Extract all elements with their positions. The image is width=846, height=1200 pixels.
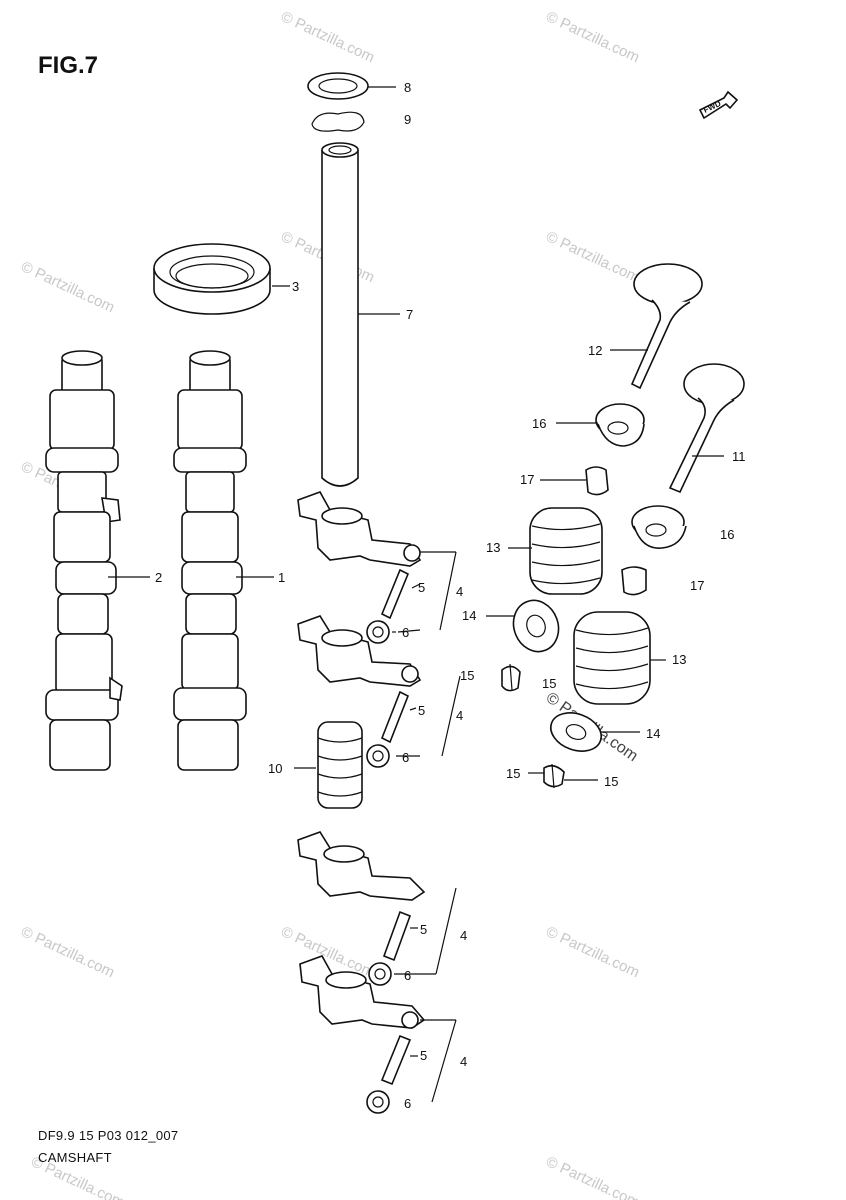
- watermark: © Partzilla.com: [543, 1153, 642, 1200]
- watermark: © Partzilla.com: [543, 923, 642, 981]
- callout-16: 16: [532, 416, 546, 431]
- part-7-tube: [321, 142, 359, 487]
- callout-11: 11: [732, 449, 746, 464]
- part-4-rocker-arm: [299, 955, 426, 1029]
- part-13-valve-spring: [529, 507, 603, 595]
- callout-9: 9: [404, 112, 411, 127]
- callout-13: 13: [672, 652, 686, 667]
- diagram-code: DF9.9 15 P03 012_007: [38, 1128, 179, 1143]
- callout-1: 1: [278, 570, 285, 585]
- part-1-camshaft: [173, 350, 247, 771]
- callout-10: 10: [268, 761, 282, 776]
- front-direction-marker: FWD: [698, 90, 739, 120]
- part-2-camshaft: [45, 350, 123, 771]
- callout-12: 12: [588, 343, 602, 358]
- part-15-cotter: [501, 663, 521, 692]
- part-13-valve-spring: [573, 611, 651, 705]
- callout-14: 14: [646, 726, 660, 741]
- watermark: © Partzilla.com: [18, 923, 117, 981]
- part-6-washer: [366, 620, 390, 644]
- callout-labels: 8 9 3 7 2 1 5 4 6 15 5 4 6 10 5 4 6 5 4 …: [155, 80, 746, 1111]
- callout-15: 15: [506, 766, 520, 781]
- part-3-oil-seal: [153, 243, 271, 315]
- part-11-valve: [668, 363, 745, 494]
- part-9-o-ring: [311, 111, 365, 132]
- callout-3: 3: [292, 279, 299, 294]
- callout-5: 5: [418, 703, 425, 718]
- part-12-valve: [630, 263, 703, 390]
- watermark: © Partzilla.com: [278, 8, 377, 66]
- callout-6: 6: [404, 968, 411, 983]
- callout-17: 17: [520, 472, 534, 487]
- callout-17: 17: [690, 578, 704, 593]
- callout-4: 4: [456, 708, 463, 723]
- callout-5: 5: [420, 922, 427, 937]
- callout-13: 13: [486, 540, 500, 555]
- callout-2: 2: [155, 570, 162, 585]
- leader-lines: [108, 86, 724, 1103]
- callout-7: 7: [406, 307, 413, 322]
- part-6-washer: [366, 1090, 390, 1114]
- part-4-rocker-arm: [297, 491, 422, 567]
- part-6-washer: [366, 744, 390, 768]
- part-15-cotter: [543, 763, 565, 789]
- callout-16: 16: [720, 527, 734, 542]
- callout-15: 15: [460, 668, 474, 683]
- part-14-washer: [550, 712, 602, 752]
- part-4-rocker-arm: [297, 615, 422, 687]
- part-5-spring: [380, 568, 410, 620]
- part-4-rocker-arm: [297, 831, 426, 901]
- callout-5: 5: [418, 580, 425, 595]
- callout-6: 6: [404, 1096, 411, 1111]
- watermark: © Partzilla.com: [18, 258, 117, 316]
- callout-15: 15: [542, 676, 556, 691]
- part-16-retainer: [595, 403, 645, 447]
- part-5-spring: [380, 1034, 412, 1086]
- watermark: © Partzilla.com: [543, 8, 642, 66]
- callout-8: 8: [404, 80, 411, 95]
- callout-14: 14: [462, 608, 476, 623]
- part-5-spring: [380, 690, 410, 744]
- figure-title: FIG.7: [38, 52, 99, 79]
- part-16-retainer: [631, 505, 687, 549]
- watermark: © Partzilla.com: [543, 228, 642, 286]
- diagram-name: CAMSHAFT: [38, 1150, 112, 1165]
- callout-4: 4: [460, 928, 467, 943]
- callout-6: 6: [402, 625, 409, 640]
- callout-6: 6: [402, 750, 409, 765]
- part-8-seal: [307, 72, 369, 100]
- part-5-spring: [382, 910, 412, 962]
- part-14-washer: [512, 599, 560, 653]
- part-10-spring: [317, 721, 363, 809]
- part-17-valve-seal: [585, 466, 609, 496]
- callout-15: 15: [604, 774, 618, 789]
- part-17-valve-seal: [621, 566, 647, 596]
- callout-5: 5: [420, 1048, 427, 1063]
- part-6-washer: [368, 962, 392, 986]
- callout-4: 4: [456, 584, 463, 599]
- callout-4: 4: [460, 1054, 467, 1069]
